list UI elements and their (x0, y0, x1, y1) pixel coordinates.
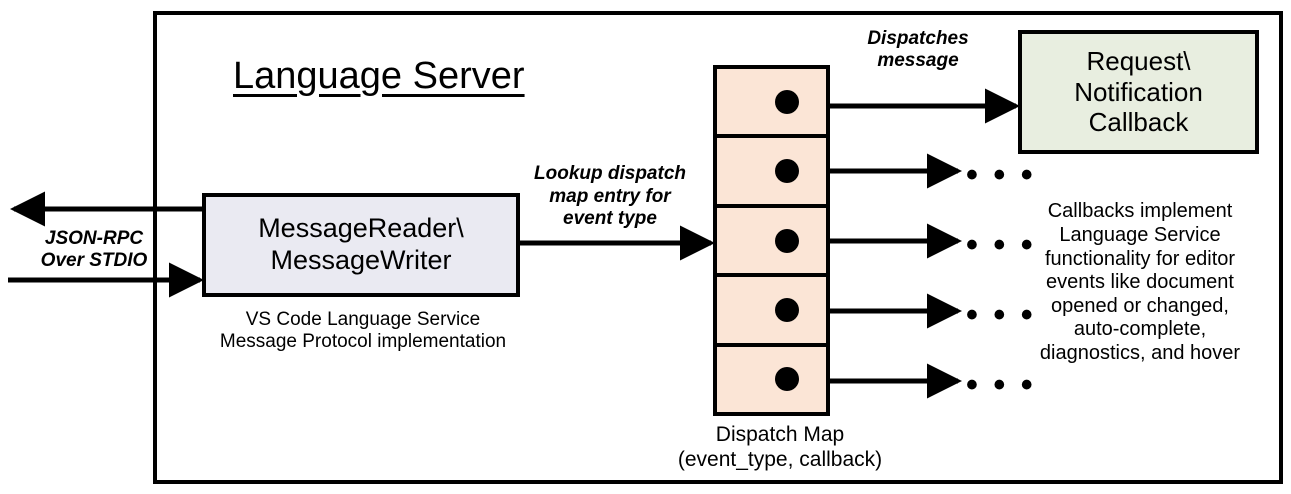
dispatches-message-label: Dispatches message (838, 22, 998, 78)
callback-box-line-3: Callback (1088, 107, 1189, 138)
callback-description: Callbacks implement Language Service fun… (1007, 185, 1273, 381)
message-reader-caption-line-1: VS Code Language Service (245, 308, 481, 330)
callback-description-line-3: functionality for editor (1044, 247, 1236, 270)
message-reader-caption: VS Code Language Service Message Protoco… (183, 303, 543, 359)
dispatch-map-row[interactable] (717, 277, 826, 347)
dispatch-map-row[interactable] (717, 138, 826, 208)
callback-box-line-2: Notification (1074, 76, 1203, 107)
dispatches-label-line-1: Dispatches (867, 27, 969, 49)
callback-box-line-1: Request\ (1086, 45, 1191, 76)
dispatch-entry-dot-icon (775, 297, 799, 322)
callback-description-line-5: opened or changed, (1051, 294, 1229, 317)
callback-description-line-1: Callbacks implement (1047, 200, 1233, 223)
dispatch-entry-dot-icon (775, 159, 799, 184)
callback-description-line-2: Language Service (1059, 224, 1221, 247)
ellipsis-row-4: • • • (966, 296, 1036, 334)
dispatch-map-table[interactable] (713, 65, 830, 416)
message-reader-caption-line-2: Message Protocol implementation (219, 331, 507, 352)
request-notification-callback-box[interactable]: Request\ Notification Callback (1018, 30, 1259, 154)
json-rpc-transport-label: JSON-RPC Over STDIO (14, 222, 174, 278)
page-title: Language Server (233, 54, 525, 97)
message-reader-label: MessageReader\ (258, 213, 464, 244)
lookup-label-line-3: event type (563, 208, 657, 230)
language-server-container (153, 11, 1283, 484)
dispatch-entry-dot-icon (775, 367, 799, 392)
ellipsis-row-3: • • • (966, 226, 1036, 264)
message-reader-writer-box[interactable]: MessageReader\ MessageWriter (202, 193, 520, 297)
callback-description-line-6: auto-complete, (1073, 318, 1207, 341)
callback-description-line-7: diagnostics, and hover (1039, 341, 1241, 364)
dispatch-map-caption: Dispatch Map (event_type, callback) (640, 420, 920, 476)
dispatch-entry-dot-icon (775, 228, 799, 253)
dispatch-map-row[interactable] (717, 208, 826, 278)
ellipsis-row-2: • • • (966, 156, 1036, 194)
lookup-label-line-2: map entry for (549, 185, 671, 207)
dispatch-map-row[interactable] (717, 347, 826, 412)
dispatch-map-caption-line-2: (event_type, callback) (677, 448, 883, 471)
dispatches-label-line-2: message (877, 50, 959, 71)
lookup-label-line-1: Lookup dispatch (534, 163, 686, 185)
dispatch-entry-dot-icon (775, 89, 799, 114)
json-rpc-label-line-2: Over STDIO (40, 250, 148, 271)
json-rpc-label-line-1: JSON-RPC (44, 227, 144, 249)
lookup-dispatch-label: Lookup dispatch map entry for event type (515, 155, 705, 239)
callback-description-line-4: events like document (1046, 271, 1234, 294)
message-writer-label: MessageWriter (270, 245, 452, 275)
dispatch-map-row[interactable] (717, 69, 826, 139)
ellipsis-row-5: • • • (966, 366, 1036, 404)
dispatch-map-caption-line-1: Dispatch Map (715, 423, 845, 447)
